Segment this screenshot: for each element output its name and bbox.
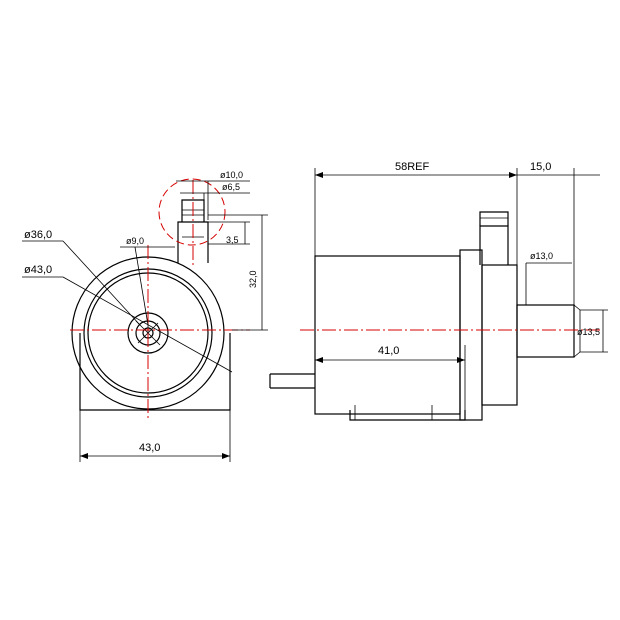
dim-15: 15,0	[530, 161, 551, 173]
dim-dia-6-5: ø6,5	[222, 182, 240, 192]
side-view: 58REF 15,0 ø13,0 ø13,5 41,0	[269, 161, 608, 421]
flange	[459, 249, 483, 421]
side-outlet-tip	[479, 211, 509, 226]
bracket-rail	[349, 410, 466, 421]
volute	[481, 264, 518, 406]
outlet-tube	[177, 221, 209, 263]
leader-9	[134, 246, 149, 326]
dim-32: 32,0	[248, 270, 258, 288]
inlet	[516, 304, 575, 358]
dim-dia-9: ø9,0	[126, 236, 144, 246]
dim-dia-36: ø36,0	[24, 229, 52, 241]
side-outlet	[479, 225, 509, 265]
inlet-chamfer	[573, 304, 581, 311]
dim-width-43: 43,0	[139, 442, 160, 454]
leader-43	[62, 276, 233, 373]
leader-36	[62, 240, 141, 326]
dim-dia-43: ø43,0	[24, 264, 52, 276]
dim-dia-13: ø13,0	[530, 251, 553, 261]
front-body-outline	[79, 333, 231, 411]
dim-3-5: 3,5	[226, 235, 239, 245]
motor-body	[314, 255, 461, 415]
inlet-chamfer	[573, 351, 581, 358]
dim-58ref: 58REF	[395, 161, 430, 173]
dim-41: 41,0	[378, 345, 399, 357]
dim-dia-13-5: ø13,5	[577, 327, 600, 337]
detail-circle	[158, 178, 226, 246]
front-view: ø36,0 ø43,0 ø9,0 ø10,0 ø6,5 3,5 32,0 43,…	[22, 170, 268, 462]
dim-dia-10: ø10,0	[220, 170, 243, 180]
outlet-nozzle	[181, 199, 205, 222]
